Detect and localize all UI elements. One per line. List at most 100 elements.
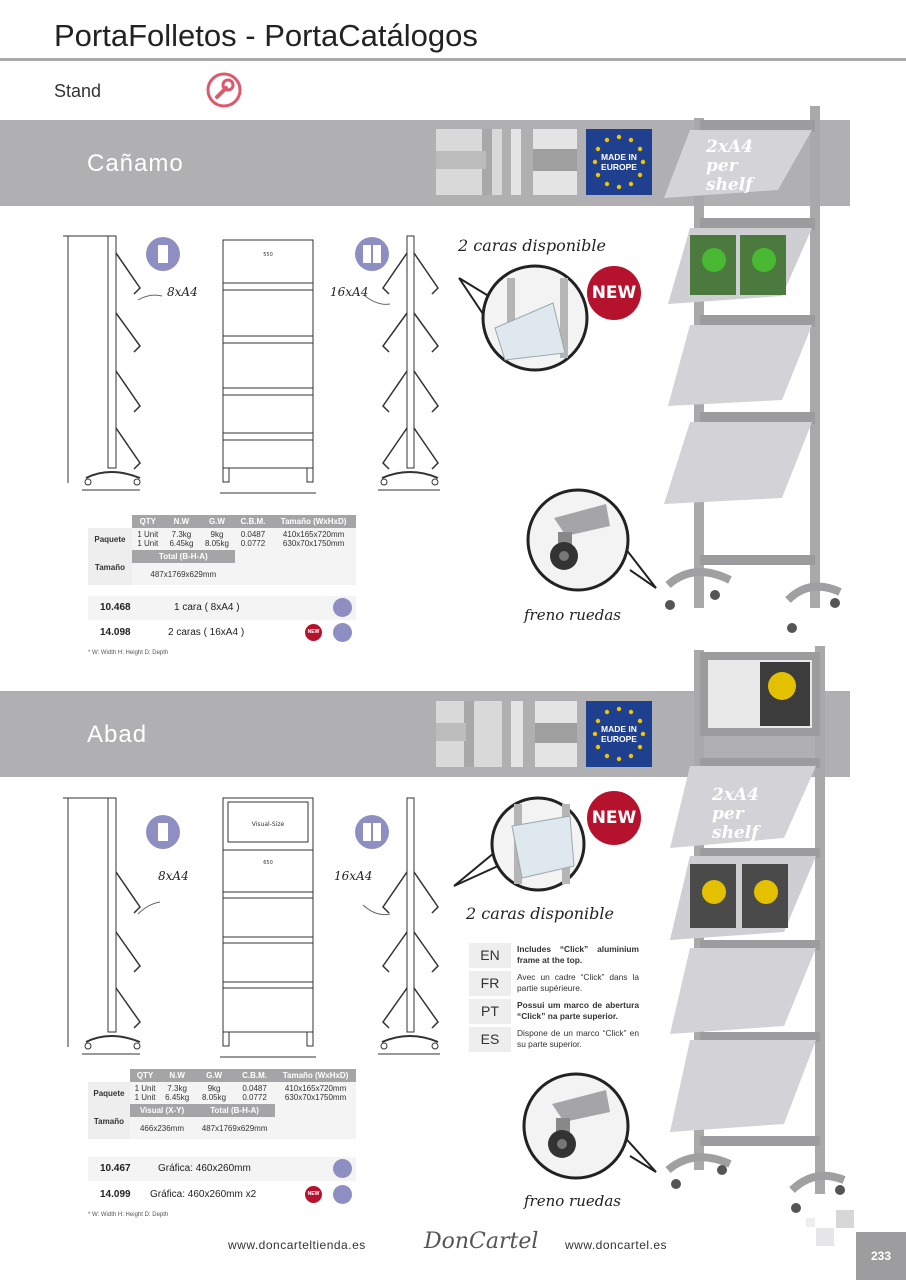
header-qty: QTY (131, 515, 164, 528)
footer-url-shop[interactable]: www.doncarteltienda.es (228, 1238, 366, 1252)
new-badge: NEW (305, 1186, 322, 1203)
lang-text: Dispone de un marco “Click” en su parte … (517, 1028, 639, 1049)
shelf-capacity-note: 2xA4 per shelf (706, 137, 753, 195)
ref-row: 10.467 Gráfica: 460x260mm (88, 1157, 356, 1181)
cell: 9kg (210, 530, 224, 539)
cell: 1 Unit (134, 1093, 156, 1102)
size-label: Tamaño (88, 550, 132, 585)
lang-code: PT (469, 999, 511, 1024)
spec-table-abad: QTY N.W G.W C.B.M. Tamaño (WxHxD) Paquet… (88, 1069, 356, 1139)
product-title: Cañamo (87, 150, 184, 177)
header-nw: N.W (160, 1069, 195, 1082)
ref-desc: 1 cara ( 8xA4 ) (174, 602, 240, 613)
cell: 1 Unit (137, 539, 159, 548)
ref-row: 14.098 2 caras ( 16xA4 ) NEW (88, 621, 356, 645)
cell: 1 Unit (134, 1084, 156, 1093)
drawing-width-label: 550 (263, 252, 273, 258)
detail-photo-bracket (511, 701, 577, 767)
badge-line2: EUROPE (601, 162, 637, 172)
header-gw: G.W (199, 515, 235, 528)
shelf-capacity-note: 2xA4 per shelf (712, 785, 759, 843)
badge-line2: EUROPE (601, 734, 637, 744)
cell: 0.0772 (240, 539, 266, 548)
double-page-icon (355, 815, 389, 849)
product-title: Abad (87, 721, 148, 748)
page-title: PortaFolletos - PortaCatálogos (54, 18, 478, 53)
cell: 6.45kg (169, 539, 194, 548)
lang-text: Possui um marco de abertura “Click” na p… (517, 1000, 639, 1021)
new-badge: NEW (305, 624, 322, 641)
header-qty: QTY (129, 1069, 161, 1082)
cell: 1 Unit (137, 530, 159, 539)
single-page-icon (333, 1159, 352, 1178)
double-page-icon (355, 237, 389, 271)
header-nw: N.W (163, 515, 200, 528)
ref-desc: Gráfica: 460x260mm x2 (150, 1189, 257, 1200)
technical-drawing-canamo: 550 (63, 235, 440, 494)
cell: 487x1769x629mm (131, 563, 235, 585)
ref-row: 10.468 1 cara ( 8xA4 ) (88, 596, 356, 620)
detail-photo-joint (436, 129, 502, 195)
wheel-detail-callout (526, 488, 657, 592)
visual-size-label: Visual-Size (252, 821, 285, 828)
capacity-single: 8xA4 (158, 869, 189, 883)
cell: 6.45kg (165, 1093, 190, 1102)
cell: 487x1769x629mm (194, 1117, 276, 1139)
shelf-detail-callout (458, 264, 589, 372)
ref-row: 14.099 Gráfica: 460x260mm x2 NEW (88, 1183, 356, 1207)
page-number: 233 (856, 1232, 906, 1280)
cell: 0.0487 (240, 530, 266, 539)
header-size: Tamaño (WxHxD) (271, 515, 356, 528)
shelf-detail-callout (453, 796, 586, 892)
header-size: Tamaño (WxHxD) (275, 1069, 356, 1082)
cell: 466x236mm (129, 1117, 195, 1139)
cell: 410x165x720mm (284, 1084, 347, 1093)
ref-code: 10.467 (100, 1163, 131, 1174)
lang-text: Avec un cadre “Click” dans la partie sup… (517, 972, 639, 993)
footer-url-site[interactable]: www.doncartel.es (565, 1238, 668, 1252)
ref-desc: Gráfica: 460x260mm (158, 1163, 251, 1174)
header-cbm: C.B.M. (234, 1069, 276, 1082)
badge-line1: MADE IN (601, 152, 637, 162)
lang-text: Includes “Click” aluminium frame at the … (517, 944, 639, 965)
double-page-icon (333, 623, 352, 642)
cell: 8.05kg (204, 539, 229, 548)
lang-code: EN (469, 943, 511, 968)
made-in-europe-badge: MADE IN EUROPE (586, 701, 652, 767)
made-in-europe-badge: MADE IN EUROPE (586, 129, 652, 195)
cell: 410x165x720mm (282, 530, 345, 539)
category-label: Stand (54, 81, 102, 101)
cell: 9kg (207, 1084, 221, 1093)
title-divider (0, 58, 906, 61)
new-badge: NEW (587, 791, 641, 845)
cell: 630x70x1750mm (282, 539, 345, 548)
footnote: * W: Width H: Height D: Depth (88, 1212, 169, 1218)
stand-illustration-canamo (664, 106, 842, 633)
ref-code: 14.098 (100, 627, 131, 638)
wheel-detail-callout (522, 1072, 657, 1180)
detail-photo-bracket (511, 129, 577, 195)
ref-desc: 2 caras ( 16xA4 ) (168, 627, 245, 638)
header-visual: Visual (X-Y) (129, 1104, 195, 1117)
header-total: Total (B-H-A) (194, 1104, 276, 1117)
sides-note: 2 caras disponible (466, 904, 614, 923)
cell: 0.0772 (242, 1093, 267, 1102)
drawing-width-label: 650 (263, 860, 273, 866)
header-total: Total (B-H-A) (131, 550, 235, 563)
paquete-label: Paquete (88, 1082, 130, 1104)
lang-code: FR (469, 971, 511, 996)
wrench-icon (206, 72, 242, 108)
technical-drawing-abad: Visual-Size 650 (63, 797, 440, 1058)
capacity-double: 16xA4 (330, 285, 369, 299)
size-label: Tamaño (88, 1104, 130, 1139)
sides-note: 2 caras disponible (458, 236, 606, 255)
brake-note: freno ruedas (524, 1192, 622, 1210)
lang-code: ES (469, 1027, 511, 1052)
cell: 8.05kg (202, 1093, 227, 1102)
cell: 630x70x1750mm (284, 1093, 347, 1102)
ref-code: 14.099 (100, 1189, 131, 1200)
cell: 7.3kg (171, 530, 192, 539)
header-gw: G.W (194, 1069, 235, 1082)
detail-photo-joint (436, 701, 502, 767)
brand-logo: DonCartel (424, 1229, 539, 1254)
